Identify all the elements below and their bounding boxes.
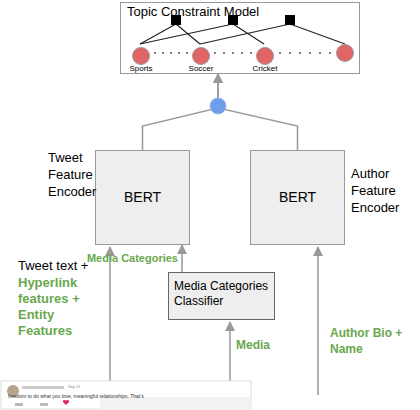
connector-arrow bbox=[218, 74, 298, 150]
model-name: BERT bbox=[96, 189, 189, 205]
topic-variable: Sports bbox=[121, 45, 161, 75]
input-label: Author Bio + Name bbox=[330, 325, 406, 357]
connector-arrow bbox=[181, 245, 183, 272]
topic-model-box: Topic Constraint ModelSports Soccer Cricke… bbox=[120, 2, 360, 74]
fusion-node bbox=[210, 98, 226, 114]
tweet-screenshot bbox=[1, 381, 251, 410]
variable-circle bbox=[257, 48, 274, 65]
encoder-name: Author Feature Encoder bbox=[351, 165, 413, 216]
factor-squares bbox=[171, 15, 295, 25]
encoder-box: Tweet Feature EncoderBERT bbox=[95, 150, 190, 245]
input-label: Media bbox=[236, 338, 270, 352]
classifier-name: Media Categories Classifier bbox=[174, 279, 270, 309]
variable-circle bbox=[337, 45, 354, 62]
circle-outline bbox=[121, 45, 161, 65]
input-label: Hyperlink features + Entity Features bbox=[18, 275, 98, 339]
variable-circle bbox=[193, 48, 210, 65]
connector-arrow bbox=[143, 74, 219, 150]
ellipsis-dots bbox=[154, 52, 331, 54]
topic-name: Soccer bbox=[181, 64, 221, 73]
circle-outline bbox=[245, 45, 285, 65]
circle-outline bbox=[181, 45, 221, 65]
box-title: Topic Constraint Model bbox=[127, 4, 259, 19]
edge-label: Media Categories bbox=[87, 252, 178, 264]
topic-variable: Cricket bbox=[245, 45, 285, 75]
tweet-text: freedom to do what you love, meaningful … bbox=[8, 393, 248, 399]
factor-wires bbox=[140, 24, 345, 44]
topic-name: Sports bbox=[121, 64, 161, 73]
edge-layer bbox=[143, 74, 298, 272]
encoder-box: BERTAuthor Feature Encoder bbox=[250, 150, 345, 245]
variable-circle bbox=[133, 48, 150, 65]
input-arrows bbox=[110, 247, 318, 395]
encoder-name: Tweet Feature Encoder bbox=[48, 149, 94, 200]
classifier-box: Media Categories Classifier bbox=[168, 272, 275, 320]
topic-variable: Soccer bbox=[181, 45, 221, 75]
model-name: BERT bbox=[251, 189, 344, 205]
topic-name: Cricket bbox=[245, 64, 285, 73]
tweet-date: Sep 11 bbox=[68, 384, 80, 389]
